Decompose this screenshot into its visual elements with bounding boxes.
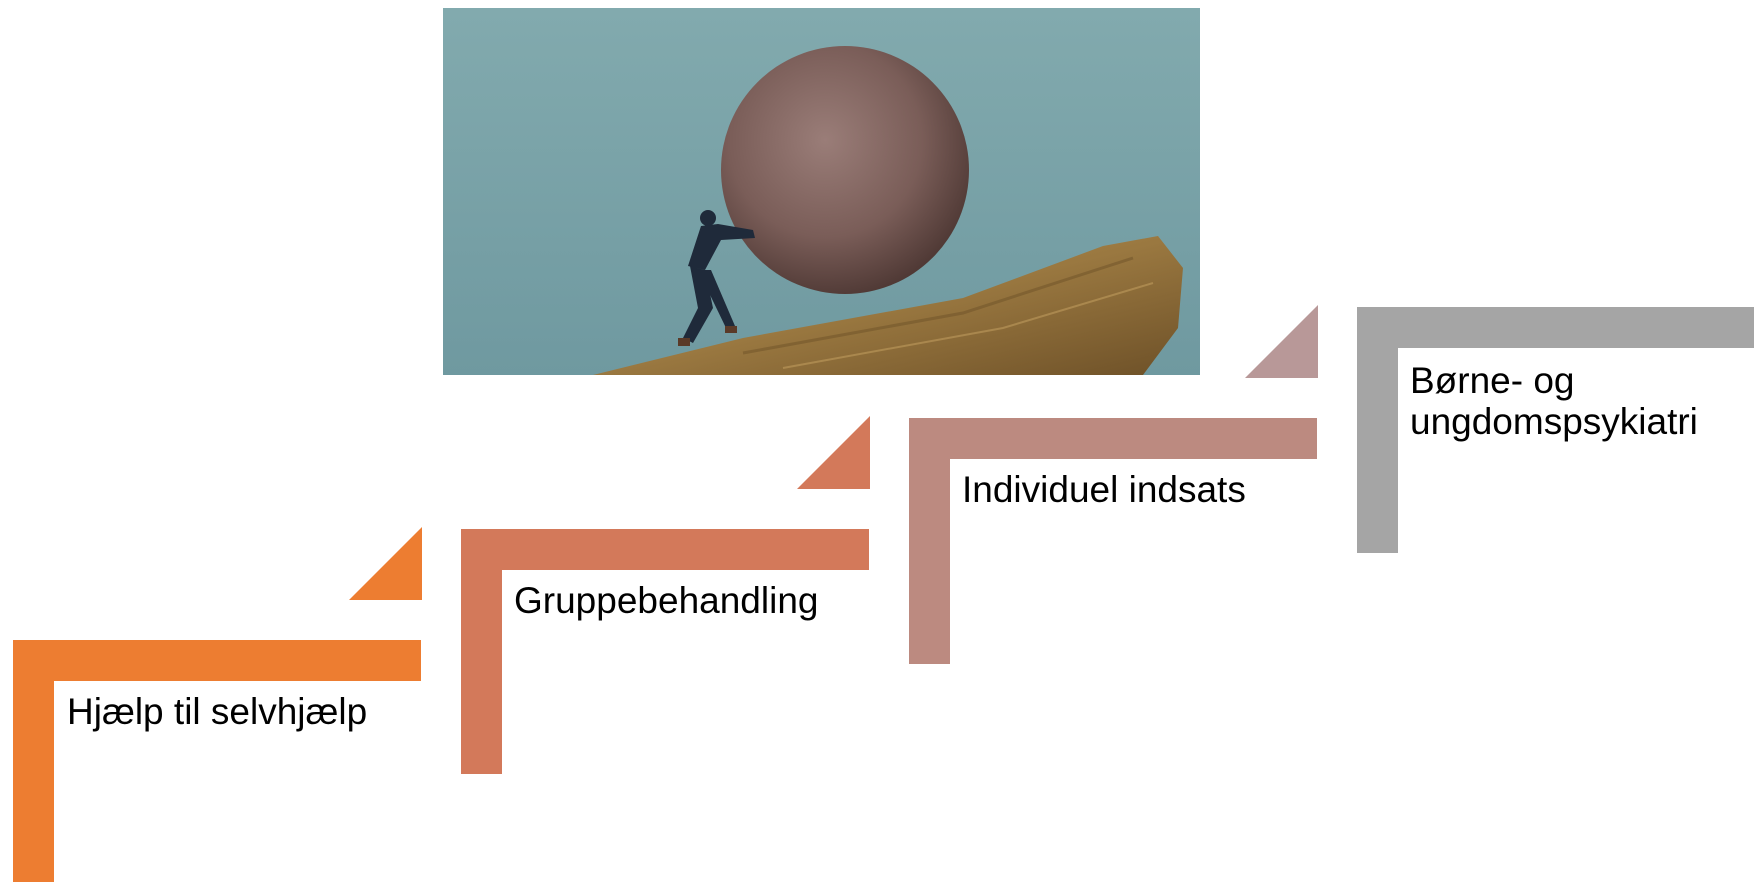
step-1-top-bar xyxy=(13,640,421,681)
step-3-label: Individuel indsats xyxy=(962,469,1246,511)
boulder xyxy=(721,46,969,294)
boulder-illustration xyxy=(443,8,1200,375)
step-1-label: Hjælp til selvhjælp xyxy=(67,691,367,733)
step-4-side-bar xyxy=(1357,307,1398,553)
step-2-side-bar xyxy=(461,529,502,774)
step-1-side-bar xyxy=(13,640,54,882)
connector-1-triangle xyxy=(349,527,422,600)
step-4-top-bar xyxy=(1357,307,1754,348)
step-2-label: Gruppebehandling xyxy=(514,580,818,622)
step-3-side-bar xyxy=(909,418,950,664)
connector-2-triangle xyxy=(797,416,870,489)
step-2-top-bar xyxy=(461,529,869,570)
step-4-label-line2: ungdomspsykiatri xyxy=(1410,401,1698,443)
step-3-top-bar xyxy=(909,418,1317,459)
step-4-label-line1: Børne- og xyxy=(1410,360,1575,402)
boulder-svg xyxy=(443,8,1200,375)
connector-3-triangle xyxy=(1245,305,1318,378)
